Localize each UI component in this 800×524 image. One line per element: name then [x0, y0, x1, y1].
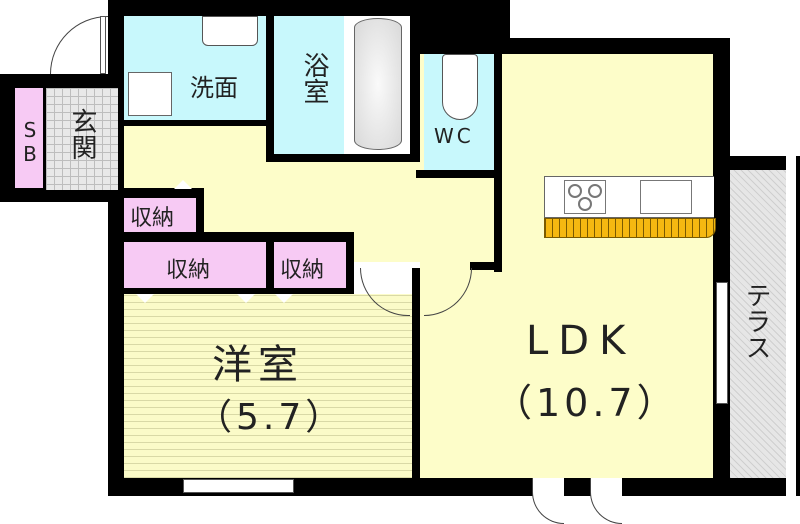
washbasin-icon	[202, 16, 258, 46]
wall-right-ldk	[713, 38, 730, 488]
bathtub-icon	[354, 18, 402, 150]
storage-2-door-marker-b	[237, 294, 255, 303]
wall-wash-bath	[266, 16, 274, 162]
ldk-label: LDK	[526, 318, 636, 364]
entrance-label: 玄関	[67, 108, 97, 160]
entrance-door-leaf	[100, 16, 106, 74]
kitchen-counter-edge	[544, 218, 716, 238]
shoe-box-label: SB	[18, 118, 42, 166]
ldk-size: （10.7）	[494, 381, 679, 425]
storage-3-area	[274, 242, 346, 288]
western-room-label: 洋室	[212, 342, 304, 388]
bathroom-label: 浴室	[299, 52, 329, 104]
wall-wc-right-2	[494, 48, 502, 272]
washroom-label: 洗面	[190, 74, 238, 102]
storage-2-label: 収納	[166, 258, 211, 283]
western-room-floor	[124, 294, 412, 478]
storage-2-area	[124, 242, 266, 288]
sink-icon	[640, 180, 692, 214]
wall-wash-bottom	[124, 120, 274, 126]
wall-terrace-top	[713, 156, 800, 170]
burner-icon	[588, 184, 602, 198]
ldk-floor-upper	[502, 54, 713, 274]
wall-wc-bottom-2	[416, 170, 502, 178]
western-room-size: （5.7）	[196, 397, 346, 438]
wall-hall-ldk	[470, 262, 502, 270]
wall-wc-mass	[410, 0, 510, 54]
ldk-bottom-door-1[interactable]	[532, 478, 564, 524]
western-room-window[interactable]	[183, 479, 294, 493]
washing-machine-icon	[128, 72, 172, 116]
burner-icon	[568, 184, 582, 198]
bathroom-floor	[274, 16, 344, 154]
toilet-label-2: WC	[434, 124, 474, 148]
ldk-terrace-window[interactable]	[716, 282, 728, 404]
storage-1-area	[124, 198, 196, 232]
storage-3-label: 収納	[280, 258, 325, 283]
storage-1-door-marker	[174, 180, 192, 189]
terrace-floor	[730, 170, 786, 478]
stove-icon	[564, 180, 606, 214]
wall-terrace-right	[786, 156, 800, 496]
wall-bath-right	[410, 16, 418, 162]
storage-1-label: 収納	[130, 206, 175, 231]
wall-top-main	[108, 0, 510, 16]
storage-3-door-marker	[275, 294, 293, 303]
storage-2-door-marker-a	[136, 294, 154, 303]
terrace-label: テラス	[741, 282, 771, 360]
shoe-box-area	[15, 88, 43, 188]
toilet-icon-2	[442, 54, 478, 120]
wall-western-ldk	[412, 268, 420, 480]
ldk-bottom-door-2[interactable]	[590, 478, 622, 524]
wall-bath-bottom	[266, 154, 418, 162]
burner-icon	[578, 197, 592, 211]
entrance-floor	[46, 88, 118, 190]
